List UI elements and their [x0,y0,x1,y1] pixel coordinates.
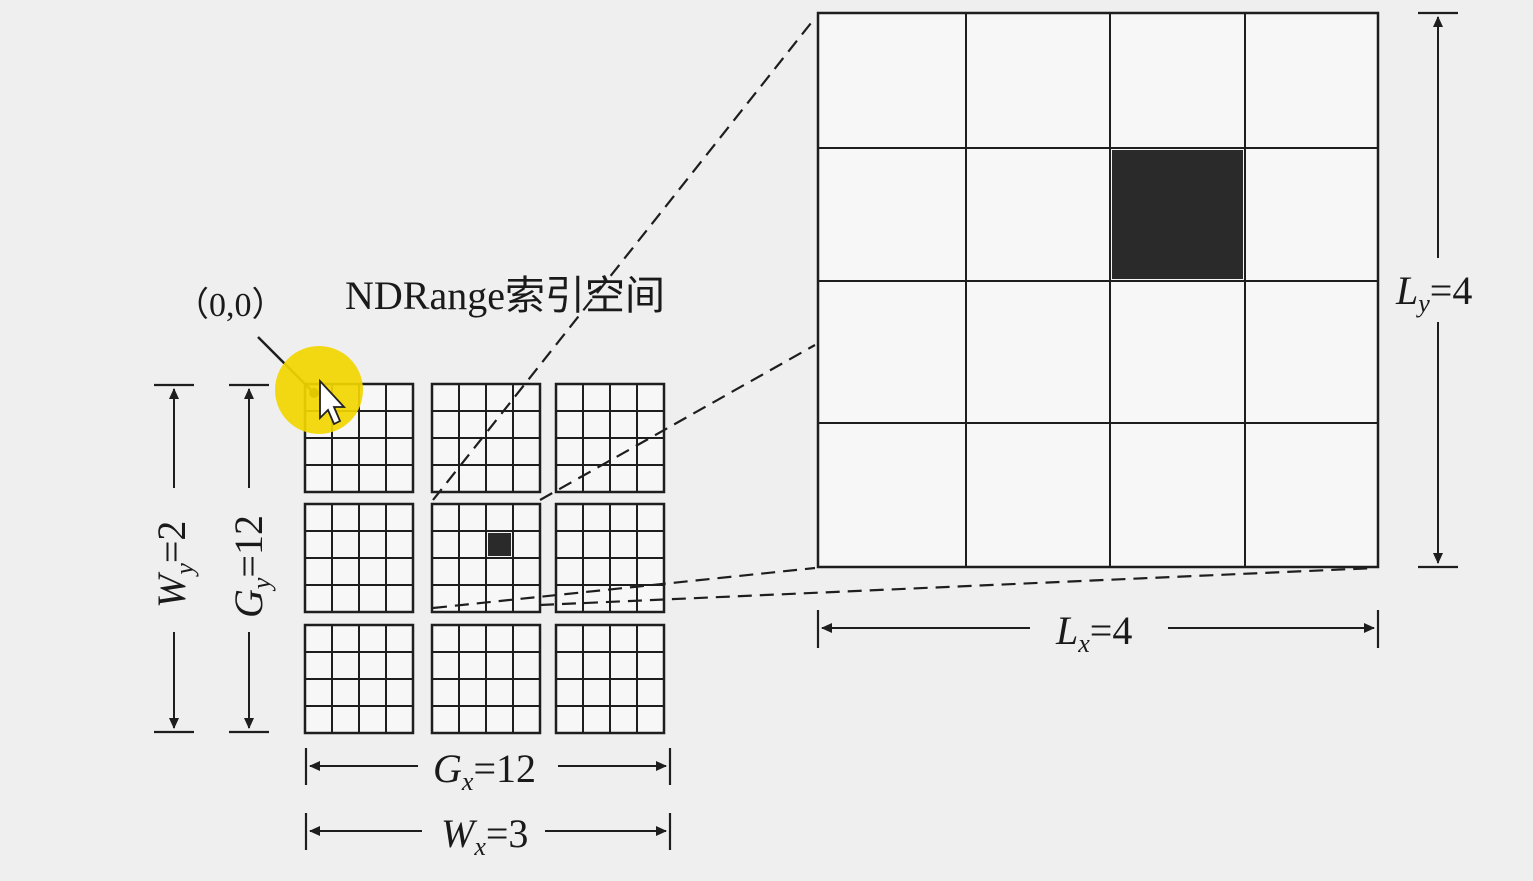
ly-label: Ly=4 [1395,268,1472,318]
ly-dimension: Ly=4 [1395,11,1472,569]
cursor-highlight-icon [275,346,363,434]
highlighted-local-work-item [1112,150,1243,279]
wy-label: Wy=2 [149,521,199,608]
work-group-2-0 [303,623,415,735]
wx-label: Wx=3 [441,811,528,861]
gx-dimension: Gx=12 [304,746,672,796]
gy-label: Gy=12 [226,515,276,618]
highlighted-work-item [488,533,511,556]
projection-line-top-right [539,344,816,501]
ndrange-index-space-grid [303,382,666,735]
work-group-0-2 [554,382,666,494]
wx-dimension: Wx=3 [304,811,672,861]
work-group-2-2 [554,623,666,735]
projection-line-bottom-right [539,566,1376,607]
work-group-0-1 [430,382,542,494]
zoom-projection-lines [432,17,1376,610]
mouse-cursor-icon [319,378,347,426]
ndrange-title: NDRange索引空间 [345,273,665,318]
work-group-1-2 [554,502,666,614]
lx-dimension: Lx=4 [816,608,1380,658]
gy-dimension: Gy=12 [226,383,276,734]
work-group-1-0 [303,502,415,614]
gx-label: Gx=12 [433,746,536,796]
projection-line-bottom-left [432,566,816,610]
origin-label: （0,0） [175,286,286,324]
work-group-zoom-grid [816,11,1380,569]
work-group-2-1 [430,623,542,735]
wy-dimension: Wy=2 [149,383,199,734]
lx-label: Lx=4 [1055,608,1132,658]
work-group-1-1 [430,502,542,614]
zoom-grid-border [816,11,1380,569]
projection-line-top-left [432,17,816,501]
